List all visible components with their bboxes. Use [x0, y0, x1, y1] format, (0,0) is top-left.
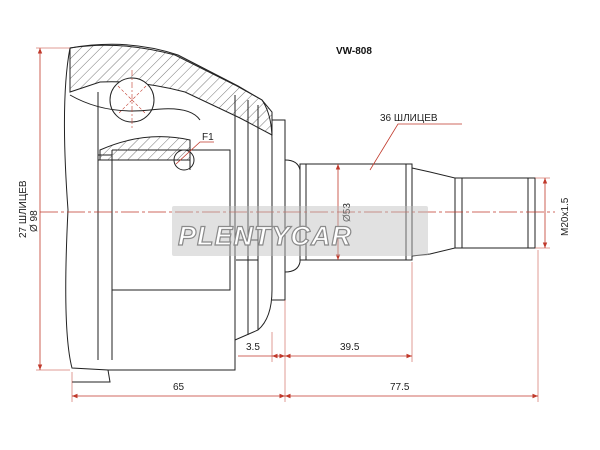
step-label: 3.5: [246, 342, 260, 353]
f1-detail-circle: [173, 149, 195, 171]
outer-diameter-label: Ø 98: [29, 210, 40, 232]
watermark-text: PLENTYCAR: [178, 221, 352, 251]
thread-section: [454, 177, 536, 249]
dimension-lines: [36, 47, 550, 402]
bell-housing: [63, 43, 286, 383]
bell-upper-wall: [69, 44, 273, 136]
feature-label: F1: [202, 132, 214, 143]
bell-length-label: 65: [173, 382, 185, 393]
watermark: PLENTYCAR: [172, 206, 428, 256]
bell-collar: [272, 119, 286, 301]
shaft-diameter-label: Ø53: [342, 203, 353, 222]
spline-length-label: 39.5: [340, 342, 360, 353]
shaft-length-label: 77.5: [390, 382, 410, 393]
outer-splines-label: 27 ШЛИЦЕВ: [18, 180, 29, 238]
bell-lower-wall: [99, 136, 191, 161]
part-number: VW-808: [336, 46, 372, 57]
inner-splines-label: 36 ШЛИЦЕВ: [380, 113, 438, 124]
thread-label: M20x1.5: [560, 197, 571, 236]
bell-outline: [63, 47, 111, 383]
